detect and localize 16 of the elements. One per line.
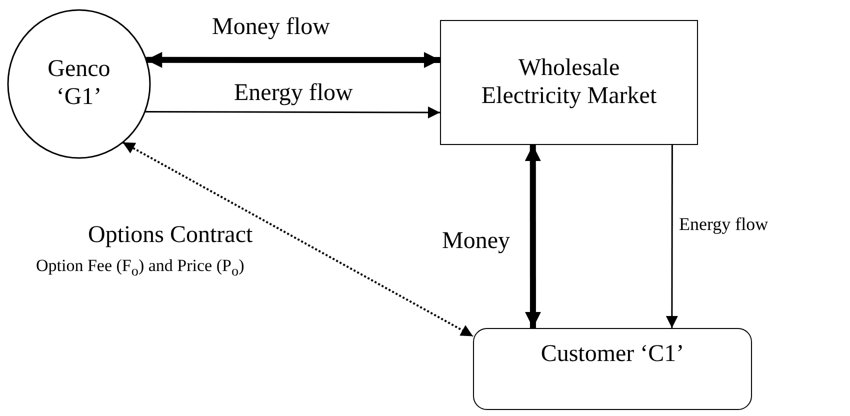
process-box [473,328,752,410]
arrow [146,52,440,68]
arrow [524,145,541,328]
contract-label: Options Contract [88,222,253,249]
node-label: ‘G1’ [56,84,102,112]
contract-label: Option Fee (F$_{o}$) and Price (P$_{o}$) [36,256,244,280]
arrow [144,106,440,118]
process-box [440,20,698,145]
arrow [122,141,474,338]
node-label: Customer ‘C1’ [540,341,684,369]
edge-label: Money flow [210,14,332,41]
arrow [666,145,678,328]
node-label: Wholesale Electricity Market [480,54,658,110]
edge-label: Energy flow [232,80,355,107]
edge-label: Energy flow [677,214,770,235]
node-label: Genco [48,56,110,84]
